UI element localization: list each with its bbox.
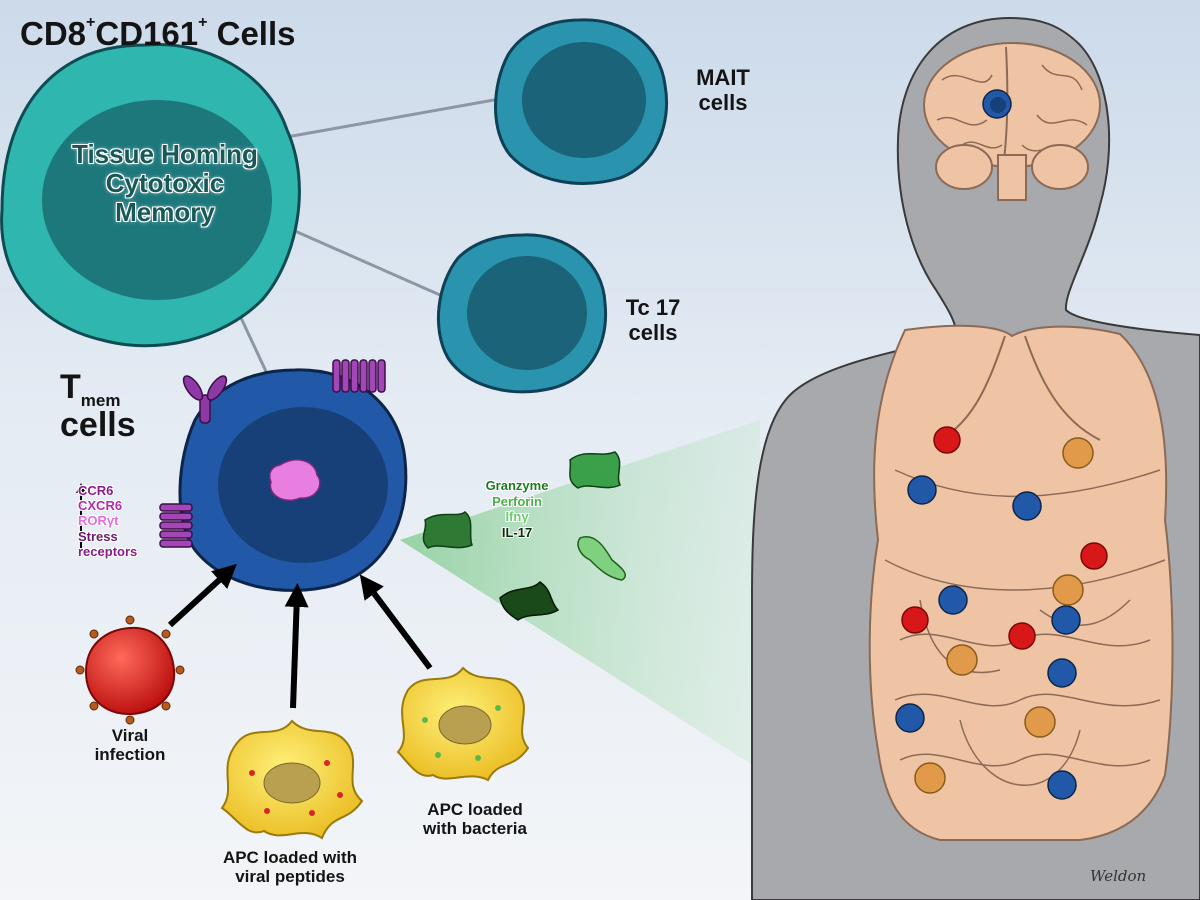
effector-il17: IL-17 <box>501 524 533 540</box>
receptor-y-shaped <box>182 375 228 424</box>
brain-tmem-cell <box>982 89 1012 119</box>
effector-ifng: Ifnγ <box>505 509 529 525</box>
marker-rorgt: RORγt <box>78 513 119 529</box>
ifng-blob <box>577 535 626 581</box>
tc17-cell <box>436 233 608 394</box>
stimulus-arrows <box>167 563 433 709</box>
effector-list: Granzyme Perforin Ifnγ IL-17 <box>462 478 572 540</box>
body-virus-cells <box>901 426 1108 650</box>
figure-title: CD8+CD161+ Cells <box>20 14 296 52</box>
mait-cell <box>494 18 669 185</box>
tmem-cells-label: Tmem cells <box>60 368 136 445</box>
marker-receptors: receptors <box>78 543 138 559</box>
body-tmem-cells <box>895 475 1081 800</box>
marker-list: CCR6 CXCR6 RORγt Stress receptors <box>78 483 137 559</box>
tmem-cell <box>178 368 408 592</box>
marker-stress: Stress <box>78 528 118 544</box>
apc-bacteria-icon <box>396 666 530 782</box>
effector-granzyme: Granzyme <box>485 478 549 493</box>
torso-organs <box>868 324 1174 841</box>
receptor-7tm-left <box>159 503 193 548</box>
granzyme-blob <box>569 451 622 489</box>
effector-perforin: Perforin <box>492 493 542 509</box>
perforin-blob <box>422 511 473 549</box>
memory-cell <box>0 42 301 348</box>
receptor-7tm-top <box>332 359 386 393</box>
memory-cell-label: Tissue Homing Cytotoxic Memory <box>72 139 258 228</box>
apc-viral-icon <box>220 719 364 840</box>
il17-blob <box>499 581 560 621</box>
secretion-beam <box>400 420 760 770</box>
virus-icon <box>75 615 185 725</box>
marker-cxcr6: CXCR6 <box>78 498 123 514</box>
artist-signature: Weldon <box>1090 867 1147 885</box>
brain <box>923 42 1101 201</box>
marker-ccr6: CCR6 <box>78 483 114 498</box>
body-apc-cells <box>914 437 1094 794</box>
